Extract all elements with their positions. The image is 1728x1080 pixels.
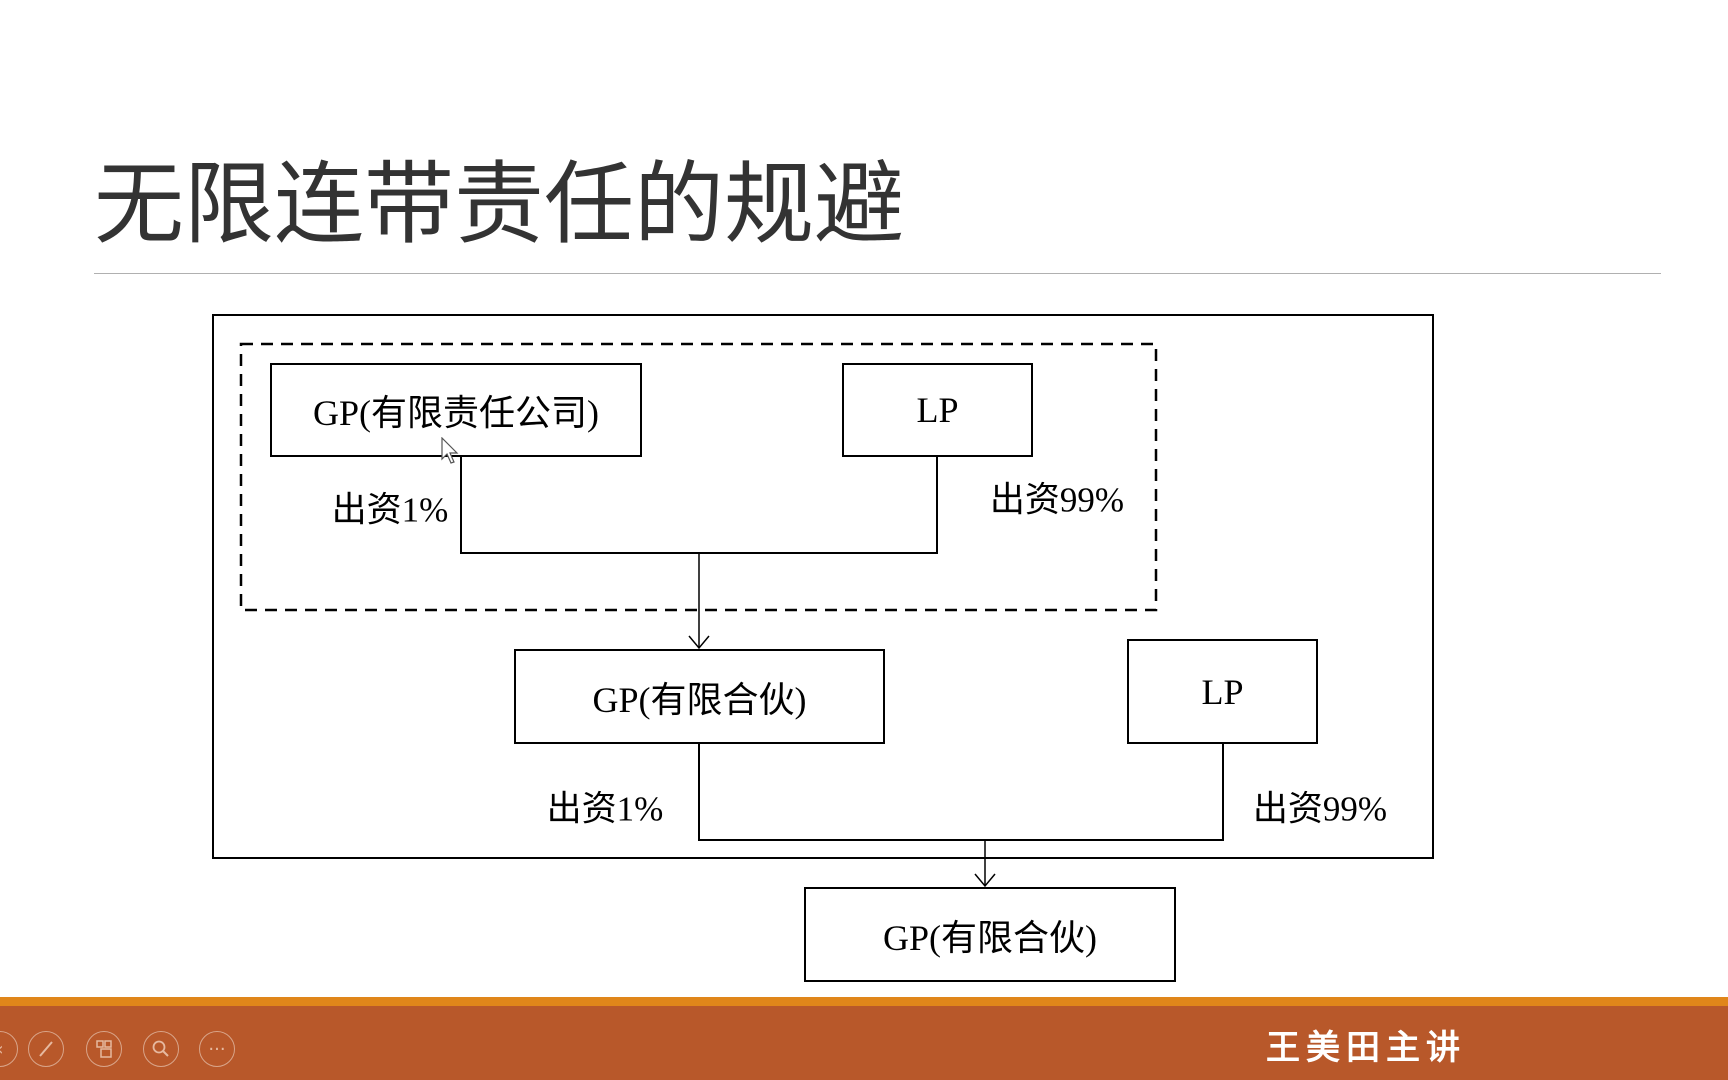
arrow-mid-head: [974, 873, 996, 888]
dashed-group-box: [239, 342, 1158, 612]
footer-bar: [0, 1006, 1728, 1080]
footer-accent-strip: [0, 997, 1728, 1006]
pen-icon[interactable]: [28, 1031, 64, 1067]
more-icon[interactable]: ···: [199, 1031, 235, 1067]
gp-partnership-bottom-box: GP(有限合伙): [804, 887, 1176, 982]
zoom-icon[interactable]: [143, 1031, 179, 1067]
lp-mid-share-label: 出资99%: [1252, 789, 1388, 829]
connector-top: [460, 457, 938, 554]
gp-mid-share-label: 出资1%: [546, 789, 664, 829]
slides-icon[interactable]: [86, 1031, 122, 1067]
gp-top-share-label: 出资1%: [331, 490, 449, 530]
lp-mid-box: LP: [1127, 639, 1318, 744]
presenter-watermark: 王美田主讲: [1266, 1028, 1466, 1068]
lp-top-box: LP: [842, 363, 1033, 457]
gp-partnership-mid-box: GP(有限合伙): [514, 649, 885, 744]
more-glyph: ···: [208, 1038, 226, 1060]
outer-boundary-box: [212, 314, 1434, 859]
gp-company-box: GP(有限责任公司): [270, 363, 642, 457]
slide-title: 无限连带责任的规避: [94, 152, 904, 257]
title-divider: [94, 273, 1661, 274]
arrow-top-head: [688, 635, 710, 650]
connector-mid: [698, 744, 1224, 841]
mouse-cursor-icon: [441, 437, 459, 464]
lp-top-share-label: 出资99%: [989, 480, 1125, 520]
